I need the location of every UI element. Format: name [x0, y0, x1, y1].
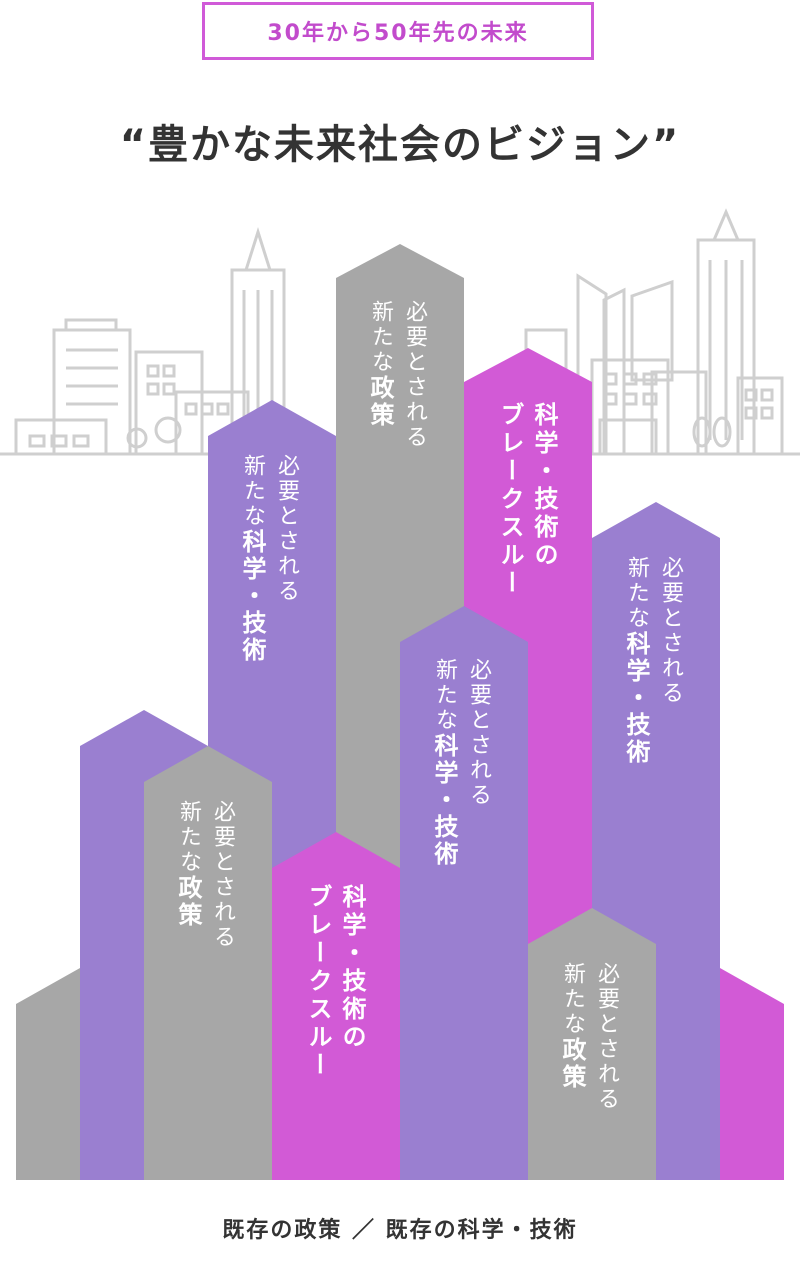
- building-magenta-far-right: [720, 968, 784, 1180]
- label-science-right: 必要とされる 新たな科学・技術: [622, 556, 684, 766]
- label-emphasis: 科学・技術: [238, 529, 266, 664]
- label-breakthrough-top: 科学・技術の ブレークスルー: [496, 402, 558, 598]
- label-line: 新たな: [432, 658, 457, 733]
- label-line: 科学・技術の: [338, 884, 366, 1052]
- label-line: 必要とされる: [466, 658, 491, 808]
- label-line: 必要とされる: [658, 556, 683, 706]
- label-science-center: 必要とされる 新たな科学・技術: [430, 658, 492, 868]
- label-breakthrough-bottom: 科学・技術の ブレークスルー: [304, 884, 366, 1080]
- label-policy-right: 必要とされる 新たな政策: [558, 962, 620, 1112]
- label-emphasis: 科学・技術: [430, 733, 458, 868]
- label-line: 必要とされる: [402, 300, 427, 450]
- existing-foundation-caption: 既存の政策 ／ 既存の科学・技術: [222, 1218, 578, 1243]
- label-science-left: 必要とされる 新たな科学・技術: [238, 454, 300, 664]
- label-emphasis: 政策: [174, 875, 202, 929]
- building-breakthrough-bottom: [272, 832, 400, 1180]
- label-line: ブレークスルー: [304, 884, 332, 1080]
- future-timeframe-badge: 30年から50年先の未来: [202, 2, 594, 60]
- label-policy-left: 必要とされる 新たな政策: [174, 800, 236, 950]
- label-line: 必要とされる: [594, 962, 619, 1112]
- building-gray-far-left: [16, 968, 80, 1180]
- label-line: 必要とされる: [274, 454, 299, 604]
- building-policy-right: [528, 908, 656, 1180]
- label-line: 新たな: [240, 454, 265, 529]
- label-line: 新たな: [624, 556, 649, 631]
- label-line: 新たな: [176, 800, 201, 875]
- label-policy-top: 必要とされる 新たな政策: [366, 300, 428, 450]
- label-line: 必要とされる: [210, 800, 235, 950]
- label-line: ブレークスルー: [496, 402, 524, 598]
- label-line: 新たな: [368, 300, 393, 375]
- label-line: 科学・技術の: [530, 402, 558, 570]
- label-emphasis: 科学・技術: [622, 631, 650, 766]
- label-emphasis: 政策: [558, 1037, 586, 1091]
- label-emphasis: 政策: [366, 375, 394, 429]
- building-science-center: [400, 606, 528, 1180]
- vision-title: “豊かな未来社会のビジョン”: [119, 122, 681, 168]
- building-policy-left: [144, 746, 272, 1180]
- label-line: 新たな: [560, 962, 585, 1037]
